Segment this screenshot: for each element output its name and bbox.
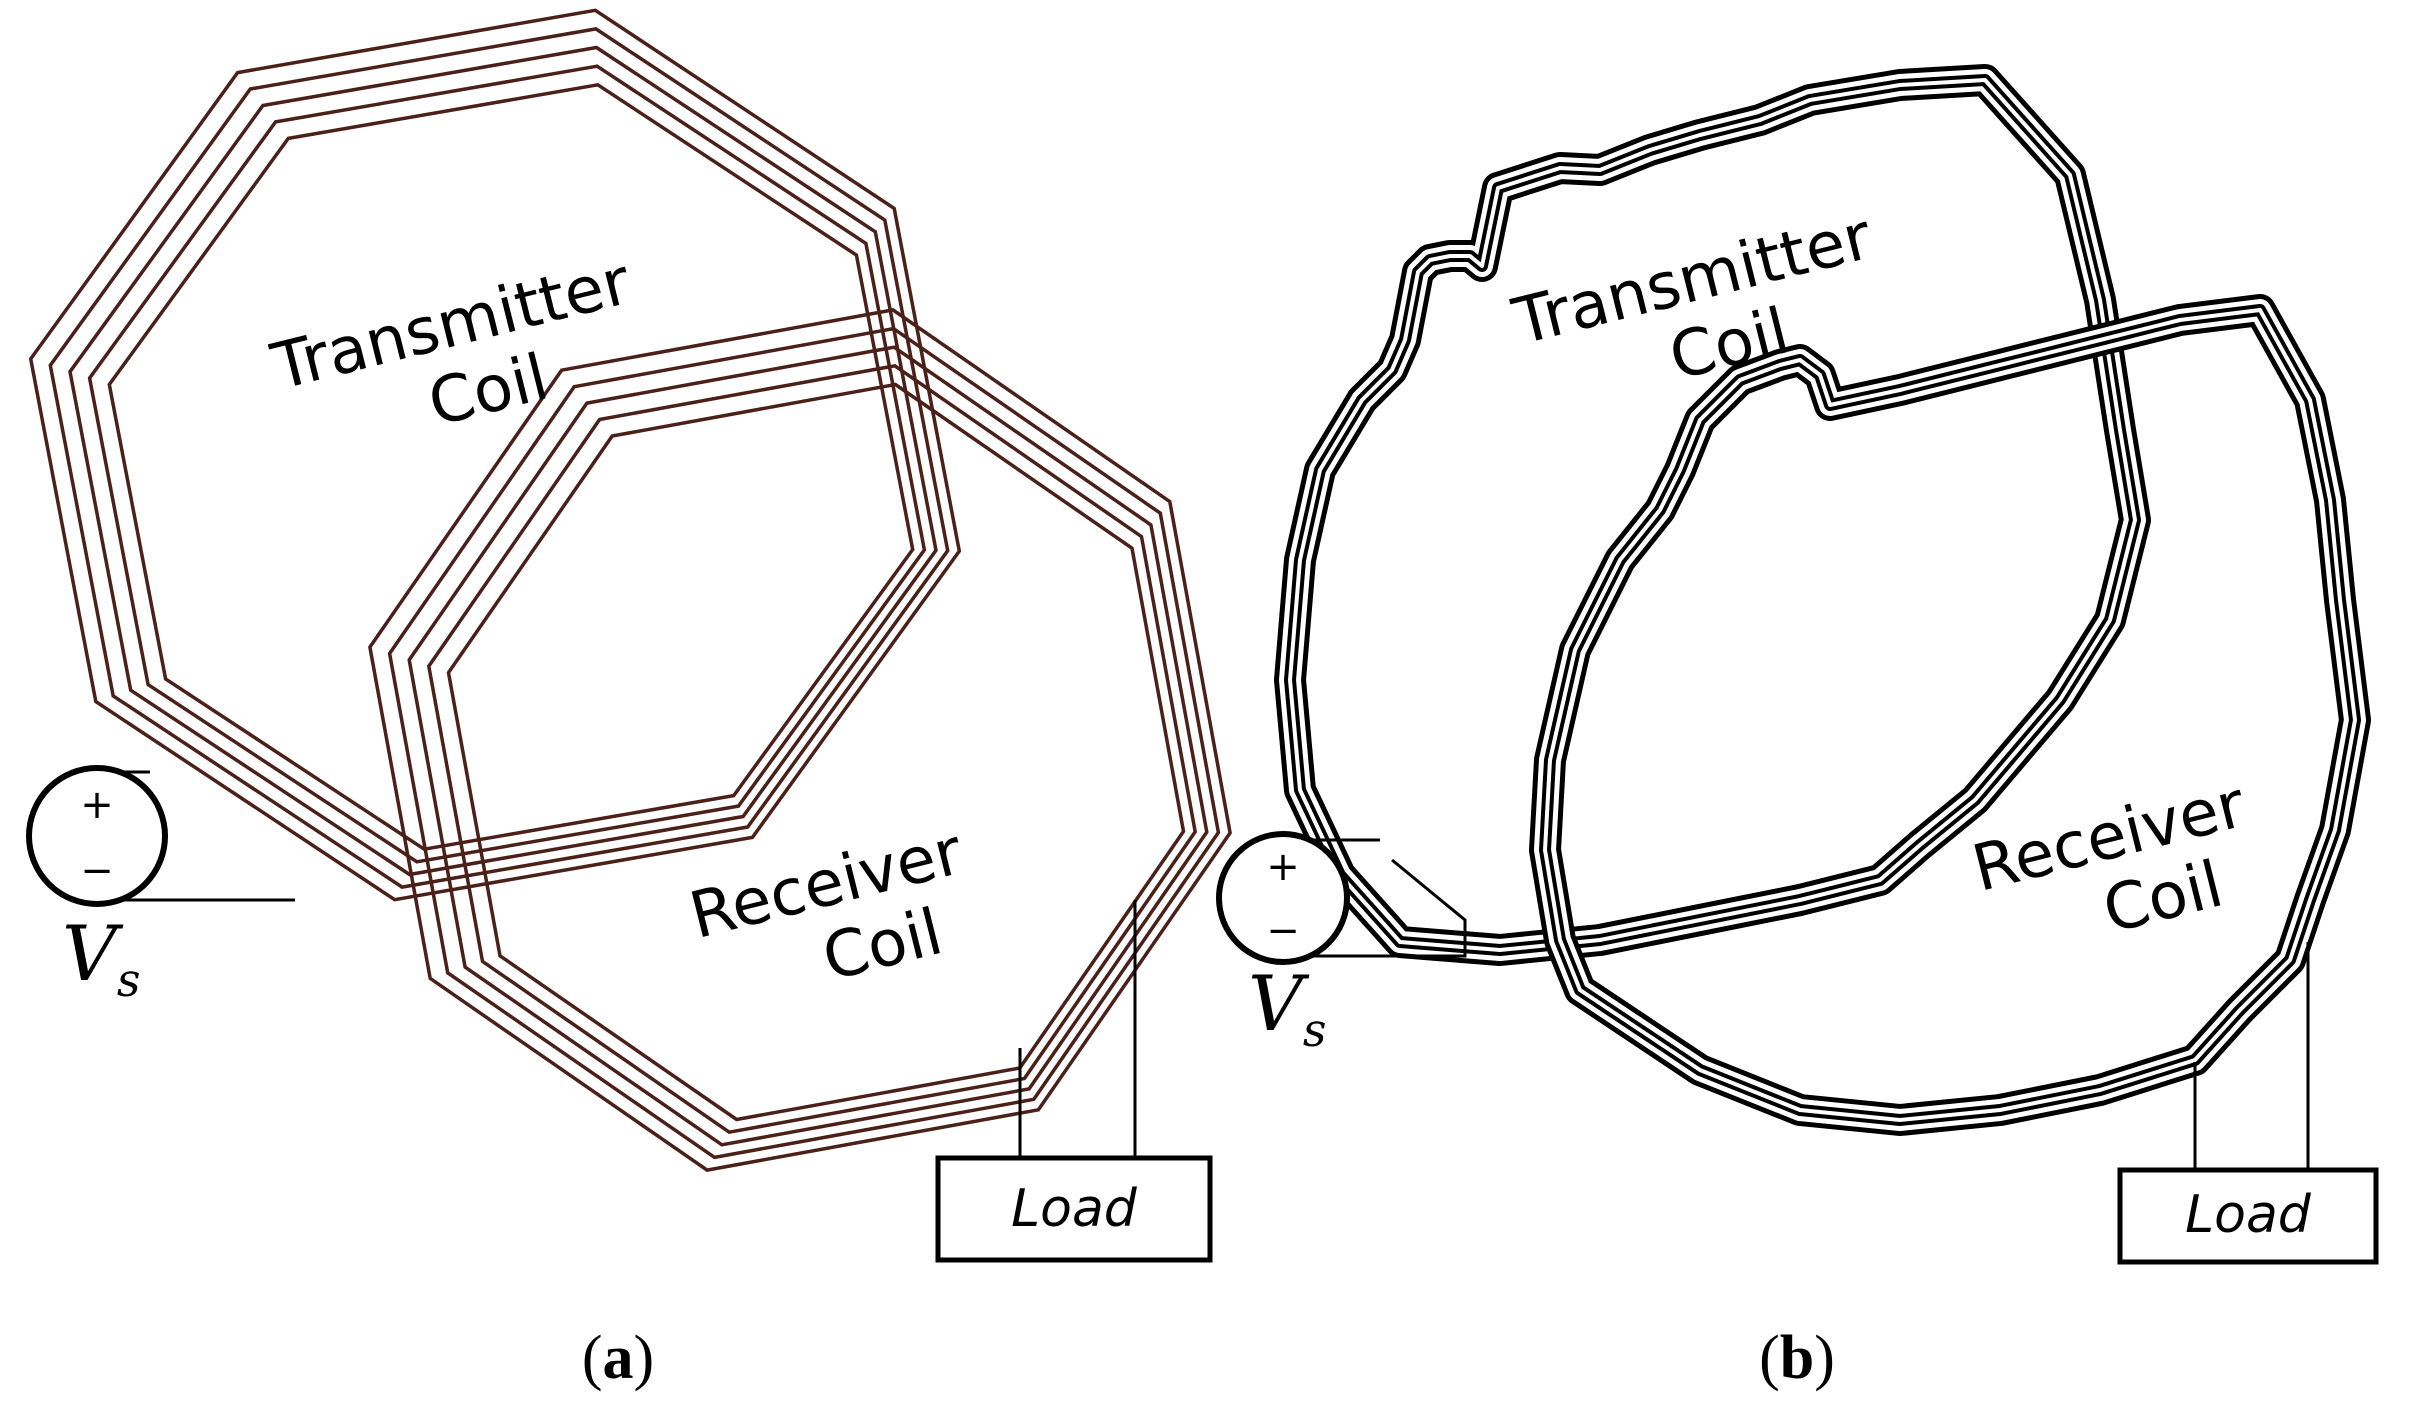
panel-a-receiver-coil-turn [368, 308, 1232, 1172]
panel-a-load: Load [935, 900, 1213, 1263]
panel-a-caption: (a) [582, 1324, 654, 1392]
panel-a-transmitter-coil-turn [48, 27, 950, 889]
panel-a-source-circle [26, 765, 168, 907]
panel-b-minus-sign: − [1266, 908, 1300, 954]
panel-a-receiver-label: Receiver Coil [683, 815, 970, 996]
panel-a-transmitter-coil-turn [107, 82, 915, 852]
panel-a-transmitter-label: Transmitter Coil [264, 245, 638, 442]
panel-a-voltage-source: + − Vs [26, 765, 295, 1007]
panel-a-load-label: Load [1011, 1179, 1138, 1239]
panel-a-receiver-coil [368, 308, 1232, 1172]
panel-b-caption: (b) [1759, 1324, 1835, 1392]
panel-b-load-label: Load [2185, 1185, 2312, 1245]
panel-b: + − Vs Load Transmitter Coil Receiver Co… [1216, 64, 2379, 1392]
panel-a-minus-sign: − [80, 848, 114, 894]
panel-b-load-box [2117, 1167, 2379, 1265]
panel-b-receiver-coil [1529, 294, 2371, 1136]
panel-a-transmitter-coil-turn [68, 45, 938, 877]
panel-a-plus-sign: + [80, 782, 114, 828]
panel-a-load-box [935, 1155, 1213, 1263]
panel-a-receiver-coil-turn [426, 363, 1198, 1135]
panel-b-transmitter-coil [1274, 64, 2151, 966]
panel-a: + − Vs Load Transmitter Coil Receiver Co… [26, 8, 1232, 1392]
panel-a-transmitter-coil-turn [87, 64, 927, 864]
panel-b-voltage-source: + − Vs [1216, 831, 1467, 1057]
panel-a-receiver-coil-turn [407, 345, 1209, 1147]
panel-a-transmitter-coil [28, 8, 962, 902]
panel-a-receiver-coil-turn [446, 382, 1186, 1122]
panel-a-source-label: Vs [62, 909, 141, 1007]
panel-a-transmitter-coil-turn [28, 8, 962, 902]
panel-b-source-label: Vs [1248, 959, 1327, 1057]
panel-b-plus-sign: + [1266, 844, 1300, 890]
panel-a-receiver-coil-turn [387, 326, 1221, 1160]
panel-b-receiver-label: Receiver Coil [1966, 768, 2253, 949]
panel-b-source-circle [1216, 831, 1350, 965]
panel-b-source-lead-bottom [1283, 858, 1467, 958]
panel-b-load: Load [2117, 942, 2379, 1265]
